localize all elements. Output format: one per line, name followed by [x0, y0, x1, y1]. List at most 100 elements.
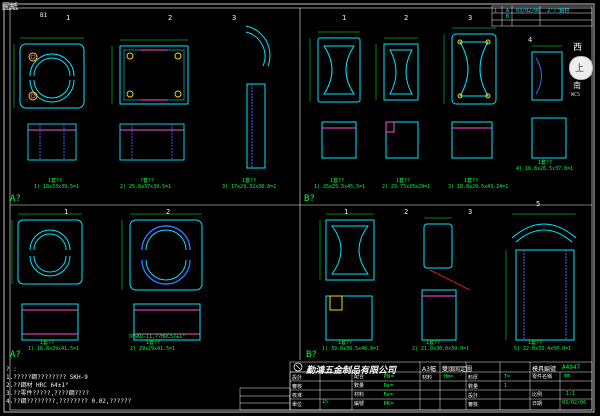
company-name: 勤鴻五金制品有限公司 — [306, 366, 397, 376]
part-spec: 1套?? 1) 16.8x29x41.5=1 — [28, 340, 79, 352]
part-2-front-view — [119, 123, 185, 161]
row-value: Pa= — [383, 383, 394, 389]
spec-qty: ?套?? — [140, 178, 155, 184]
spec-qty: 1套?? — [464, 178, 479, 184]
part-spec: 1套?? 1) 25x25.5x45.5=1 — [314, 178, 365, 190]
scale-label: 比例 — [532, 392, 543, 398]
approver-label-left: 核准 — [292, 393, 303, 399]
part-1-top-view — [19, 43, 85, 109]
wcs-button[interactable]: WCS — [571, 92, 581, 98]
part-d3-arc-view — [511, 223, 577, 341]
part-spec: ?套?? 2) 25.8x37x39.5=1 — [120, 178, 171, 190]
rev-idx: 1 — [494, 8, 498, 14]
part-spec: 1套?? 2) 21.0x30.0x39.0=1 — [412, 340, 469, 352]
drawing-tab-label: 圖紙 — [2, 2, 18, 11]
designer-label: 設計 — [468, 393, 479, 399]
spec-dims: 5) 22.0x33.4x50.0=1 — [514, 346, 572, 352]
rev-date: 03/02/06 — [516, 8, 541, 14]
row-label: 編號 — [354, 401, 365, 407]
viewcube[interactable]: 西 上 南 WCS — [563, 28, 600, 100]
part-number: 3 — [232, 14, 237, 22]
part-number: 1 — [66, 14, 71, 22]
date-value: 03/02/06 — [562, 400, 587, 406]
part-b2-front-view — [385, 121, 419, 159]
part-spec: 1套?? 1) 18x33x39.5=1 — [34, 178, 79, 190]
spec-qty: 1套?? — [528, 340, 543, 346]
spec-qty: 1套?? — [338, 340, 353, 346]
part-number: 2 — [404, 14, 409, 22]
code-15: 15 — [322, 399, 329, 405]
drawing-border — [3, 3, 595, 413]
spec-qty: 1套?? — [396, 178, 411, 184]
spec-qty: 1套?? — [40, 340, 55, 346]
checker-label-left: 審核 — [292, 384, 303, 390]
part-2-top-view — [119, 45, 189, 105]
viewcube-south[interactable]: 南 — [573, 81, 581, 90]
rev-note: 2"?"鋼材 — [547, 8, 570, 14]
material-label: 材料 — [422, 375, 433, 381]
part-spec: 1套?? 2) 29.75x25x29=1 — [382, 178, 430, 190]
row-value: PK= — [383, 401, 395, 407]
leader-line — [429, 269, 471, 291]
part-c1-top-view — [17, 219, 83, 285]
notes-line: 1.?????鋼???????? SKH-9 — [6, 374, 88, 381]
qty-label: 數量 — [468, 384, 479, 390]
part-b4-top-view — [531, 51, 563, 101]
part-number: 1 — [344, 208, 349, 216]
part-spec: 1套?? 2) 29x29x41.5=1 — [130, 340, 175, 352]
notes-line: 4.??鋼????????,???????? 0.02,?????? — [6, 398, 132, 405]
drawing-tab[interactable]: 圖紙 — [0, 0, 40, 14]
title-left-rows: 配合 PN= 數量 Pa= 材料 Fa= 編號 PK= — [354, 373, 395, 409]
part-d1-front-view — [325, 295, 373, 341]
part-number: 2 — [168, 14, 173, 22]
part-b4-front-view — [531, 117, 567, 159]
designer-label-left: 設計 — [292, 375, 303, 381]
technical-notes: ? : 1.?????鋼???????? SKH-9 2.??鋼材 HRC 64… — [6, 366, 131, 406]
company-logo — [293, 362, 303, 372]
spec-qty: 1套?? — [146, 340, 161, 346]
title-block — [239, 361, 593, 411]
mold-no-value: A4947 — [562, 364, 581, 371]
part-number: 2 — [404, 208, 409, 216]
part-number: 3 — [468, 208, 473, 216]
section-label: B? — [304, 194, 315, 204]
part-3-arc-view — [245, 25, 271, 169]
title-far-left-labels: 設計 審核 核准 單位 — [292, 374, 302, 410]
revision-table — [491, 5, 593, 27]
part-d1-top-view — [325, 219, 375, 281]
part-b3-top-view — [451, 33, 497, 105]
viewcube-north[interactable]: 西 — [573, 43, 583, 53]
part-b2-top-view — [383, 43, 419, 101]
spec-dims: 3) 17x29.32x38.8=2 — [222, 184, 277, 190]
sheet-size: A3幅 — [422, 366, 436, 373]
revision-row-1: 1 A 03/02/06 2"?"鋼材 — [494, 7, 569, 14]
dimension-lines — [11, 27, 576, 340]
spec-qty: 1套?? — [330, 178, 345, 184]
spec-dims: 1) 18x33x39.5=1 — [34, 184, 80, 190]
spec-qty: 1套?? — [48, 178, 63, 184]
part-number: 1 — [342, 14, 347, 22]
part-spec: 1套?? 3) 18.8x29.5x43.24=1 — [448, 178, 508, 190]
unit-label-left: 單位 — [292, 402, 303, 408]
part-c1-front-view — [21, 303, 79, 341]
section-label: A? — [10, 350, 21, 360]
row-value: Fa= — [383, 392, 394, 398]
inner-border — [9, 7, 593, 411]
heat-treatment-note: ?PSKD-11,??HRC57±1° — [128, 334, 186, 340]
row-value: PN= — [383, 374, 395, 380]
checker-label: 審核 — [468, 402, 479, 408]
part-number: 1 — [64, 208, 69, 216]
part-number: 3 — [468, 14, 473, 22]
part-spec: 1套?? 3) 17x29.32x38.8=2 — [222, 178, 276, 190]
spec-dims: 1) 39.8x39.5x46.8=1 — [322, 346, 380, 352]
spec-dims: 2) 29x29x41.5=1 — [130, 346, 176, 352]
viewcube-top-face[interactable] — [569, 56, 593, 80]
date-label: 日期 — [532, 401, 543, 407]
part-number: 2 — [166, 208, 171, 216]
spec-qty: 1套?? — [538, 160, 553, 166]
part-b1-front-view — [321, 121, 357, 159]
part-d2-top-view — [423, 223, 453, 269]
spec-qty: 1套?? — [426, 340, 441, 346]
